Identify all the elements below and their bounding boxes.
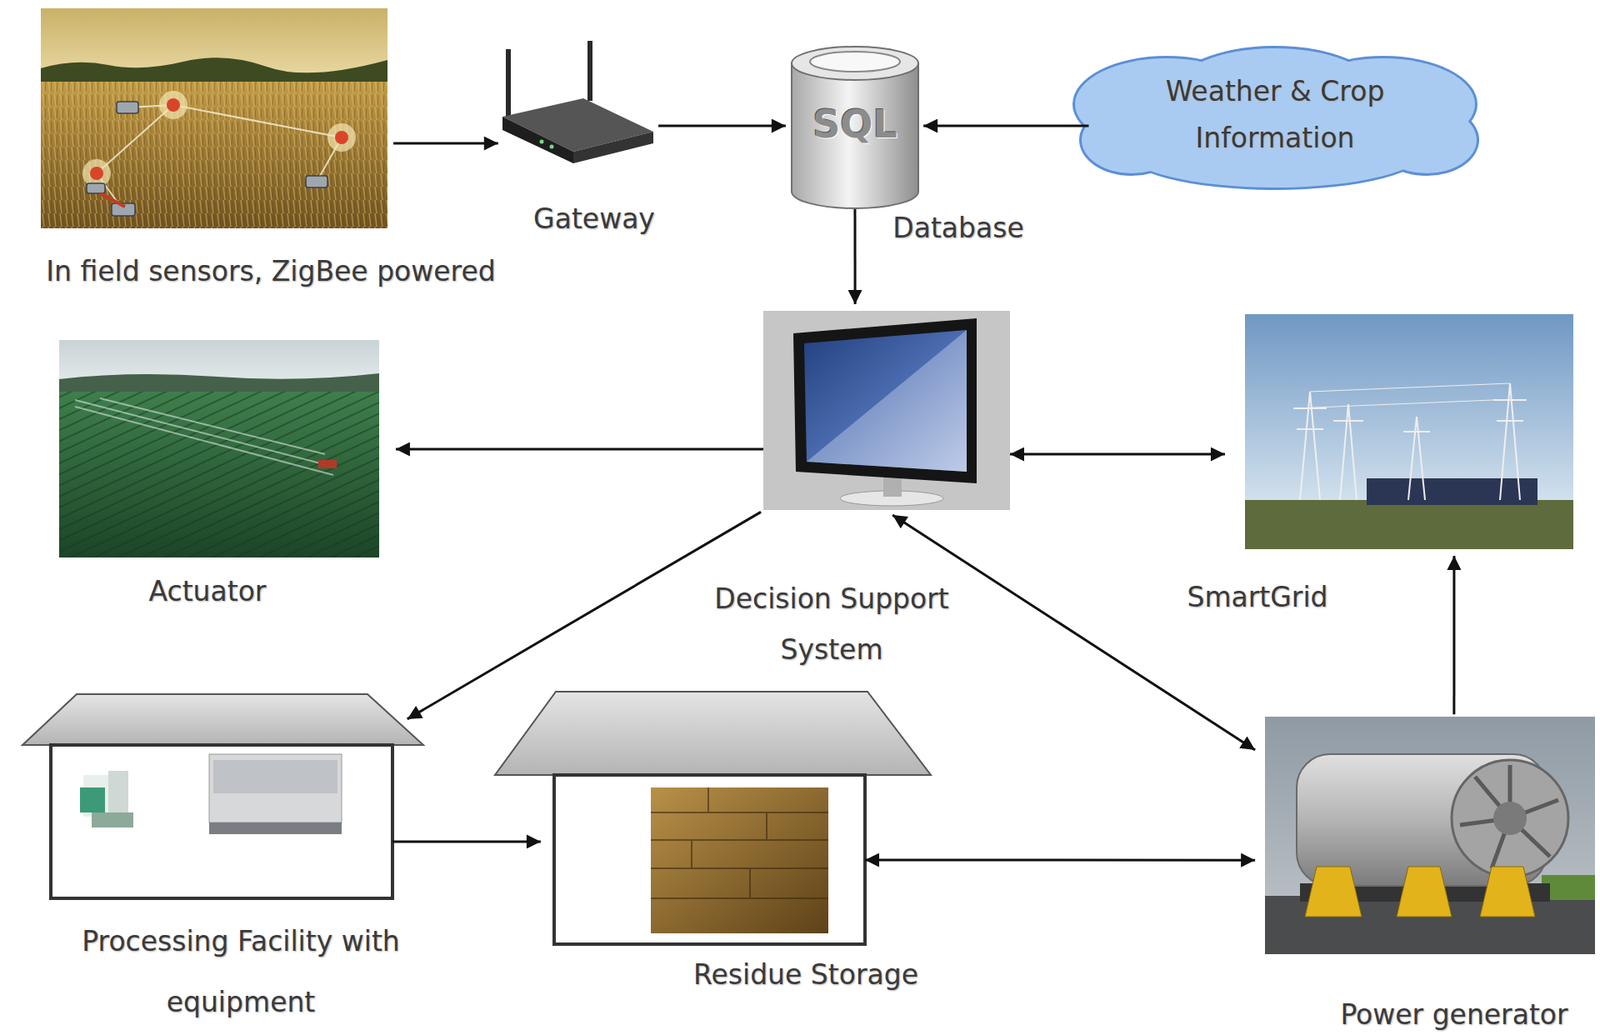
- node-label: Power generator: [1340, 998, 1568, 1032]
- node-label: Gateway: [533, 202, 655, 236]
- cloud-shape: [1072, 45, 1480, 190]
- power-grid-photo: [1245, 314, 1574, 550]
- node-label: Processing Facility with equipment: [40, 910, 441, 1033]
- node-label: In field sensors, ZigBee powered: [45, 255, 495, 289]
- flow-arrow: [853, 209, 856, 305]
- info-cloud: Weather & Crop Information: [1076, 50, 1480, 192]
- node-label: Decision Support System: [690, 573, 974, 675]
- node-label: Residue Storage: [693, 958, 919, 992]
- generator-photo: [1265, 716, 1595, 955]
- flow-arrow: [923, 124, 1089, 127]
- flow-arrow: [395, 448, 764, 451]
- router-icon: [502, 40, 654, 164]
- irrigation-photo: [59, 340, 380, 558]
- decision-system: Decision Support System: [763, 310, 1010, 510]
- storage-node: Residue Storage: [495, 691, 931, 945]
- cylinder-label: SQL: [812, 101, 898, 148]
- database-cylinder: [791, 46, 919, 209]
- smartgrid-node: SmartGrid: [1245, 314, 1574, 550]
- node-label: Actuator: [149, 575, 267, 609]
- node-label: Database: [892, 211, 1024, 245]
- storage-building: [495, 691, 931, 945]
- flow-arrow: [1452, 555, 1455, 715]
- flow-arrow: [407, 511, 761, 720]
- node-label: Weather & Crop Information: [1141, 68, 1409, 162]
- database-node: SQLDatabase: [790, 45, 919, 210]
- sensor-field: In field sensors, ZigBee powered: [40, 8, 388, 229]
- flow-arrow: [1010, 453, 1225, 456]
- gateway-router: Gateway: [500, 40, 654, 164]
- field-photo: [40, 8, 388, 229]
- flow-arrow: [658, 125, 786, 128]
- monitor-icon: [763, 310, 1010, 510]
- actuator-node: Actuator: [59, 340, 380, 558]
- flow-arrow: [865, 859, 1255, 862]
- flow-arrow: [392, 840, 541, 843]
- processing-node: Processing Facility with equipment: [22, 694, 424, 899]
- node-label: SmartGrid: [1186, 580, 1328, 615]
- processing-building: [22, 694, 424, 899]
- generator-node: Power generator: [1265, 716, 1595, 955]
- flow-arrow: [892, 515, 1255, 750]
- flow-arrow: [393, 142, 499, 145]
